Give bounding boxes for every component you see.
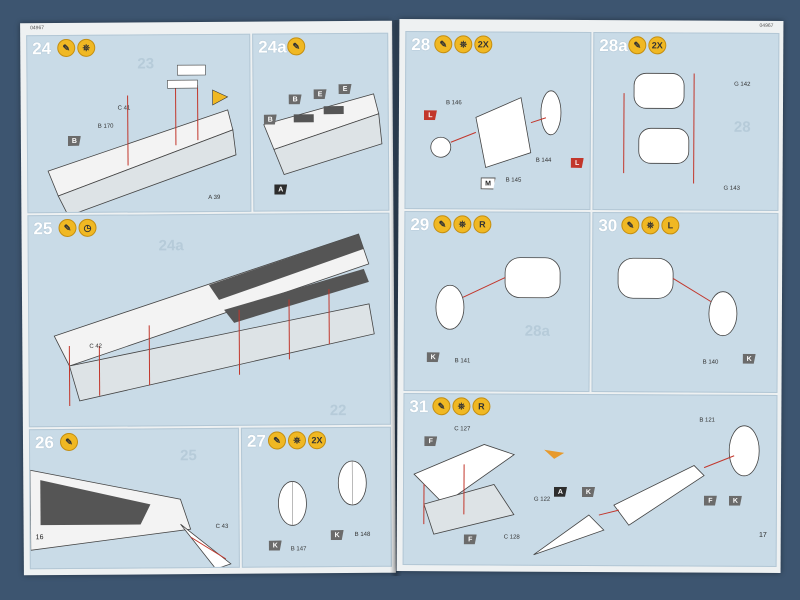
part-label: B 121 [699,417,716,424]
step-27-panel: 27 ✎ ⛯ 2X K K B 147 B 148 [240,426,392,568]
decal-tag: A [274,184,287,194]
decal-tag: M [481,177,496,189]
part-label: C 43 [215,523,229,530]
part-label: B 144 [535,157,552,164]
part-label: G 122 [533,496,551,503]
fuselage-half-drawing [47,64,237,213]
step-31-panel: 31 ✎ ⛯ R F F A K F K C 127 C 128 G 122 B… [402,393,778,567]
part-label: A 39 [208,194,221,201]
step-28a-panel: 28a ✎ 2X 28 G 142 G 143 [592,32,780,211]
cockpit-detail-drawing [263,93,383,175]
kit-code: 04967 [30,25,45,32]
decal-tag: K [331,530,344,540]
decal-tag: F [704,496,717,506]
decal-tag: K [582,487,595,497]
decal-tag: L [571,158,584,168]
step-30-panel: 30 ✎ ⛯ L K B 140 [591,212,779,393]
left-page: 04967 24 ✎ ⛯ 23 B C 41 B 170 A 39 24a ✎ [20,20,396,576]
decal-tag: E [314,89,327,99]
step-29-panel: 29 ✎ ⛯ R 28a K B 141 [403,211,591,392]
decal-tag: B [264,115,277,125]
nozzle-pair-drawing [623,72,695,184]
decal-tag: B [68,136,81,146]
step-25-panel: 25 ✎ ◷ 24a C 42 22 [27,212,391,428]
right-page: 04967 28 ✎ ⛯ 2X B 146 B 145 B 144 L M L … [396,18,784,574]
part-label: C 128 [503,534,520,541]
part-label: B 140 [702,359,719,366]
part-label: C 41 [117,105,131,112]
part-label: G 142 [734,81,751,88]
engine-exhaust-mirror-drawing [617,257,738,337]
part-label: B 148 [354,531,371,538]
step-28-panel: 28 ✎ ⛯ 2X B 146 B 145 B 144 L M L [404,31,592,211]
tail-cone-drawing [413,425,760,556]
part-label: B 170 [97,123,114,130]
ghost-step-label: 22 [329,402,347,420]
decal-tag: L [424,110,437,120]
part-label: B 147 [290,546,307,553]
part-label: B 146 [445,100,462,107]
engine-exhaust-drawing [435,257,561,330]
page-number: 17 [758,531,767,539]
part-label: G 143 [723,185,740,192]
turbine-disc-drawing [278,460,367,526]
part-label: B 141 [454,358,471,365]
step-24-panel: 24 ✎ ⛯ 23 B C 41 B 170 A 39 [26,33,252,214]
decal-tag: E [339,84,352,94]
part-label: C 42 [89,343,103,350]
decal-tag: B [289,94,302,104]
page-number: 16 [35,534,44,542]
part-label: C 127 [454,426,471,433]
kit-code: 04967 [759,22,774,29]
step-24a-panel: 24a ✎ B B E E A [252,32,390,212]
exhaust-nozzle-drawing [430,90,562,168]
decal-tag: A [554,487,567,497]
decal-tag: F [464,534,477,544]
fuselage-assembly-drawing [53,233,375,406]
decal-tag: K [743,354,756,364]
part-label: B 145 [505,177,522,184]
nose-cone-drawing [29,469,232,569]
decal-tag: K [427,352,440,362]
step-26-panel: 26 ✎ 25 C 43 [28,427,240,570]
decal-tag: F [424,436,437,446]
decal-tag: K [269,540,282,550]
decal-tag: K [729,496,742,506]
